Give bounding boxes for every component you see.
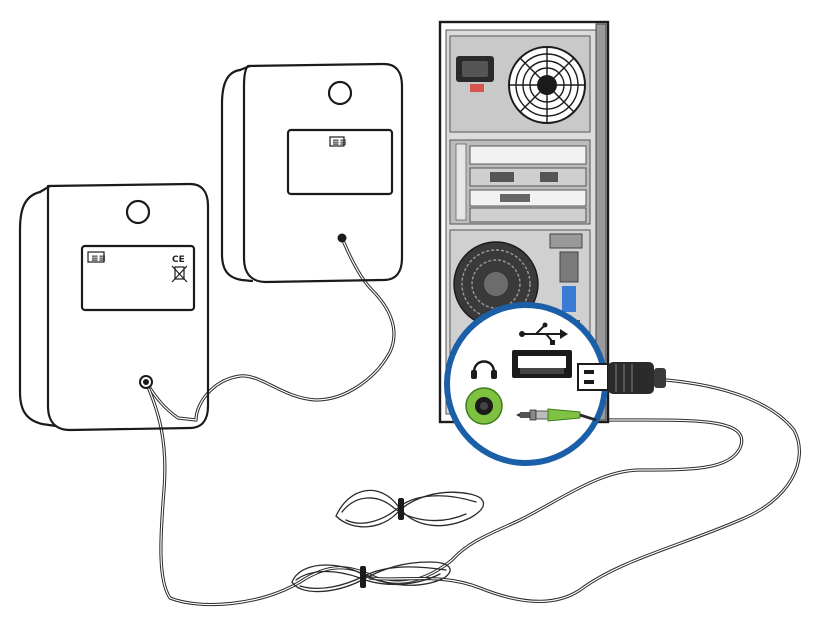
speaker-left-knob: [125, 199, 151, 225]
coiled-cable-bundle-lower: [291, 561, 451, 593]
usb-plug: [577, 362, 666, 394]
power-supply: [449, 35, 591, 133]
ce-mark-icon: CE: [172, 255, 185, 265]
audio-plug: [516, 408, 597, 422]
speaker-left: ≡≡ CE: [18, 182, 210, 432]
psu-fan-icon: [508, 46, 586, 124]
speaker-left-cable-port: [143, 379, 149, 385]
speaker-right-label-text: ≡≡: [332, 138, 347, 148]
usb-power-cable: [368, 378, 801, 603]
voltage-switch: [470, 84, 484, 92]
speaker-right: ≡≡: [220, 62, 404, 284]
audio-out-jack: [465, 387, 503, 425]
speaker-right-knob: [327, 80, 353, 106]
ps2-port: [562, 286, 576, 312]
usb-symbol-icon: [519, 322, 568, 345]
speaker-link-cable: [144, 236, 396, 422]
cable-tie: [398, 498, 404, 520]
expansion-slots: [449, 139, 591, 225]
speaker-left-label-plate: [80, 244, 196, 312]
headphone-icon: [471, 360, 497, 379]
coiled-cable-bundle-upper: [335, 489, 485, 528]
port-callout: [444, 302, 608, 466]
speaker-right-cable-port: [337, 233, 347, 243]
crossed-bin-icon: [171, 265, 188, 283]
cable-tie: [360, 566, 366, 588]
usb-port: [512, 350, 572, 378]
speaker-left-product-text: ≡≡: [91, 254, 106, 264]
speaker-right-label-plate: [286, 128, 394, 196]
